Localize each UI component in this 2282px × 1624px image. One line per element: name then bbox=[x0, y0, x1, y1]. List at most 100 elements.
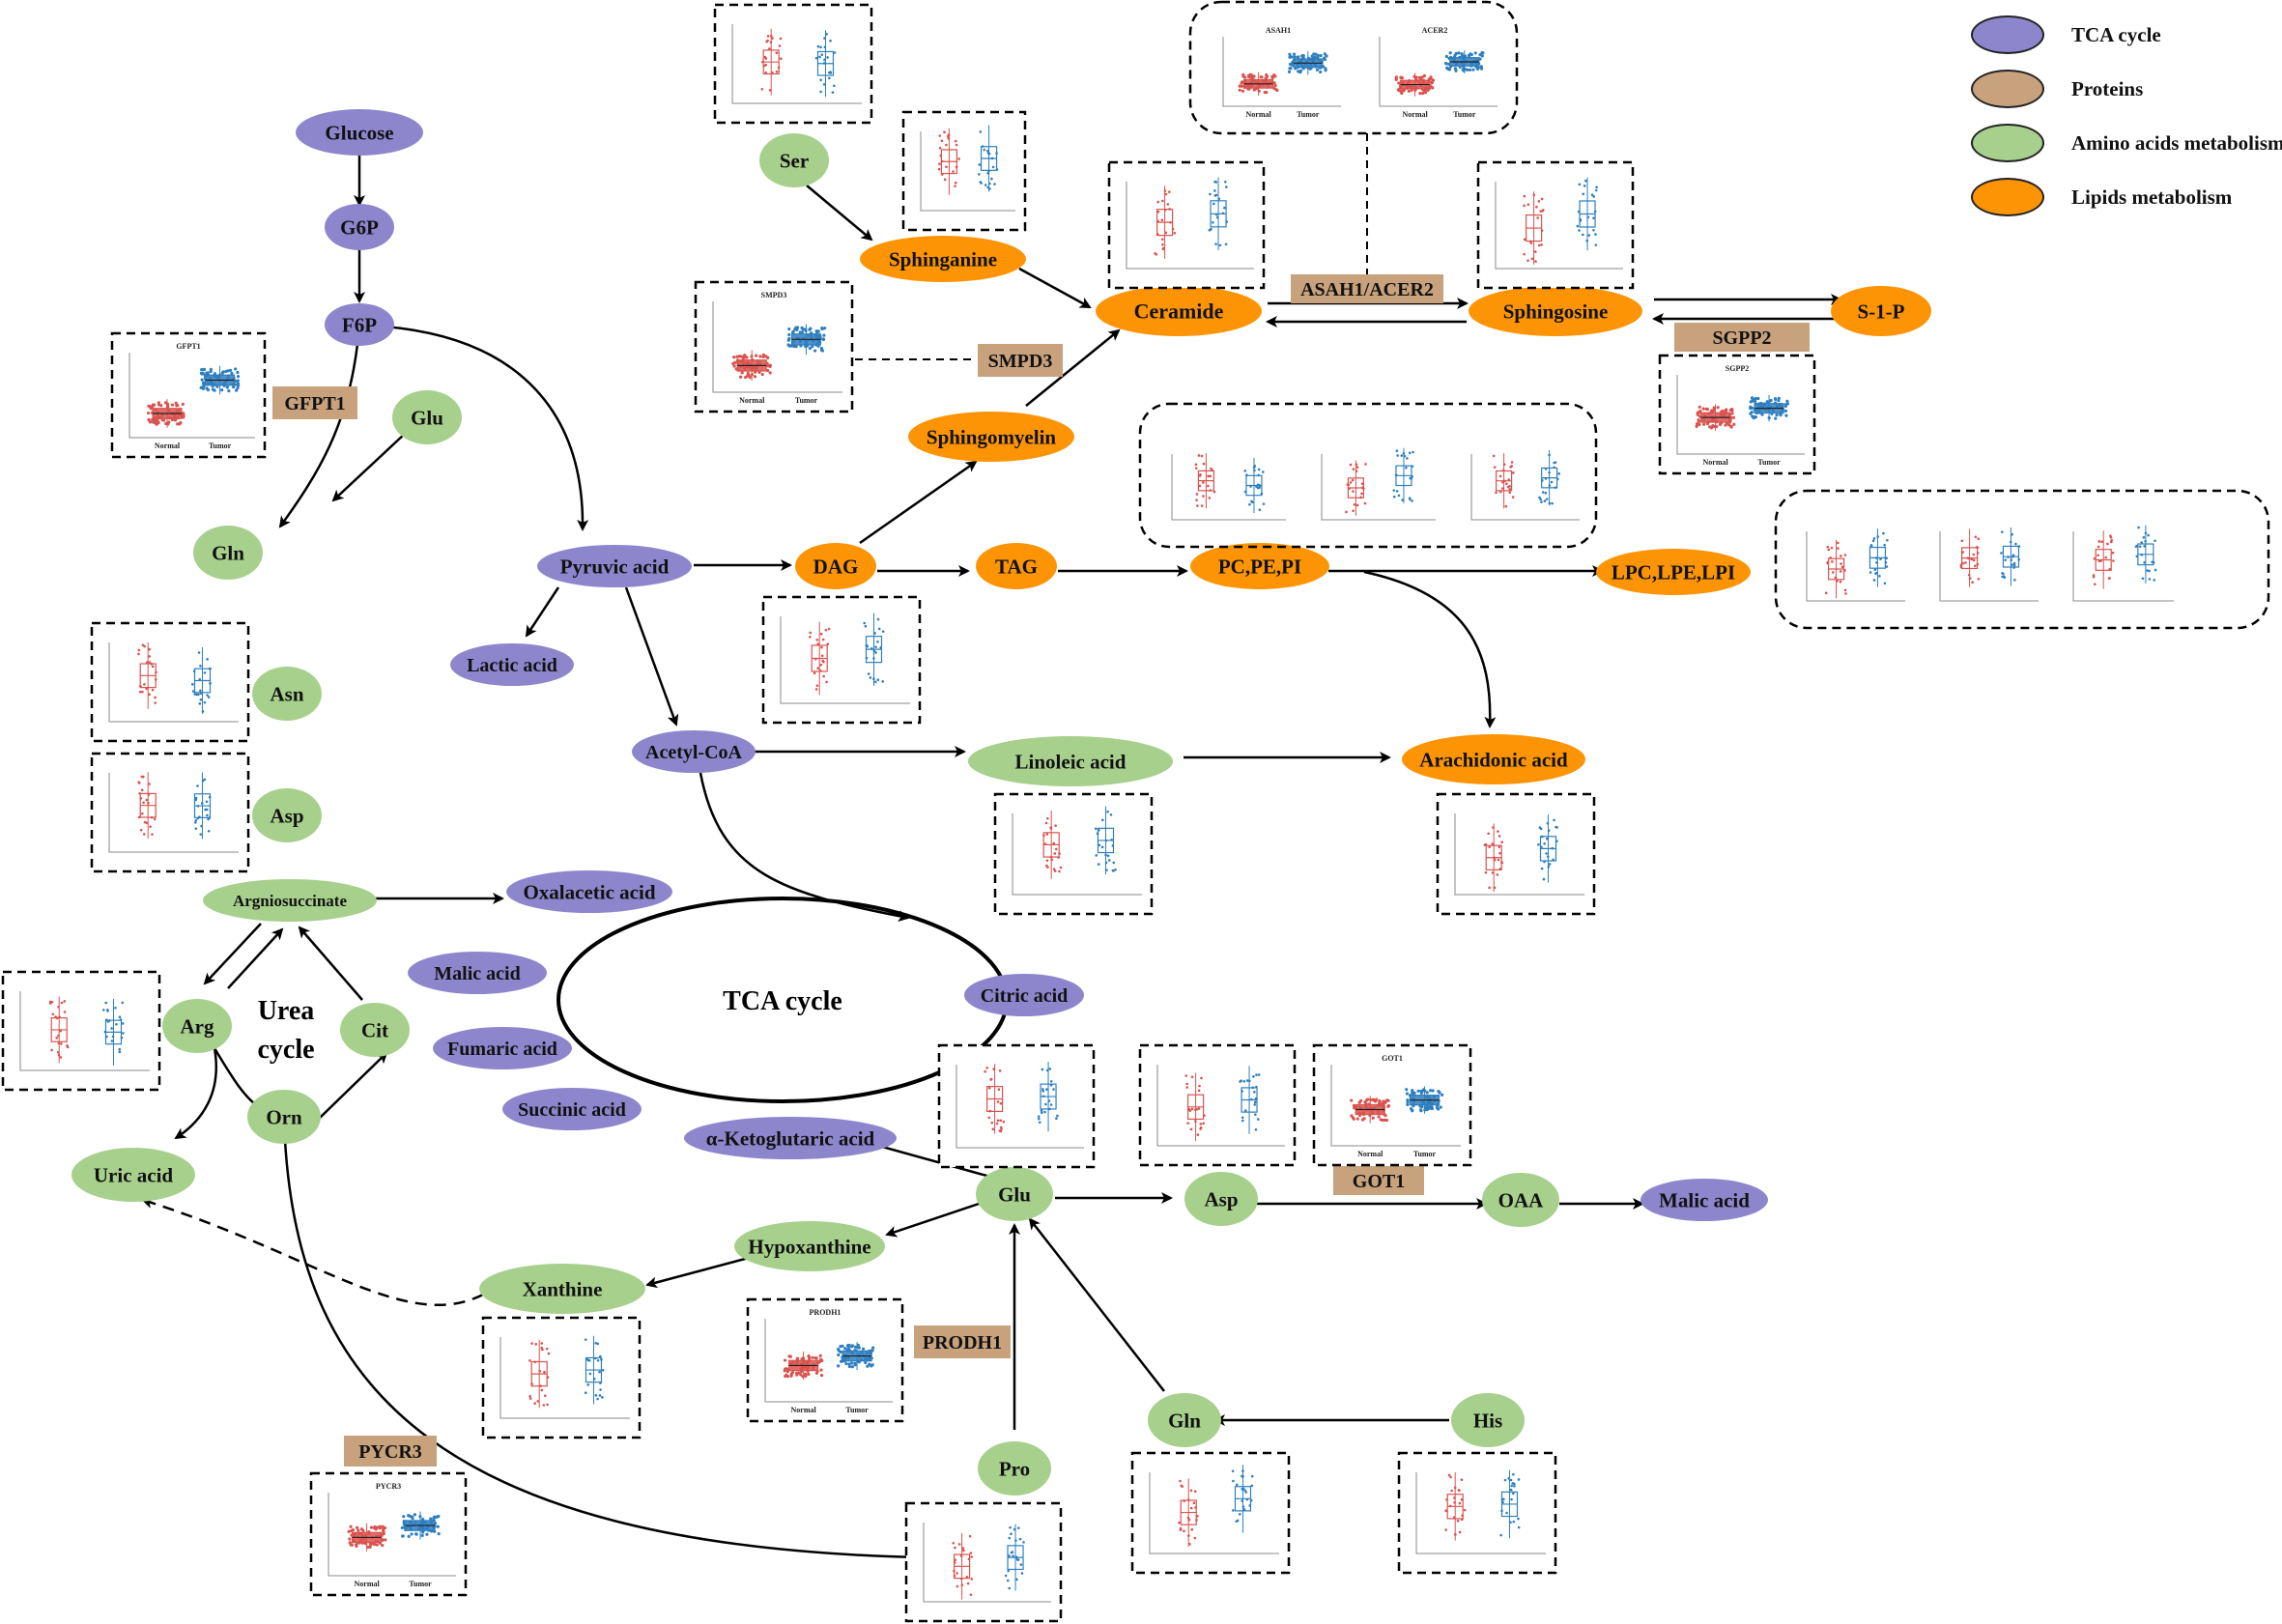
ceramide-plot-tumor-point bbox=[1215, 215, 1219, 219]
lpc-plot-1-tumor-point bbox=[1875, 561, 1878, 564]
sgpp2-plot-title: SGPP2 bbox=[1726, 364, 1749, 373]
lpc-plot-3-tumor-point bbox=[2138, 545, 2142, 548]
acer2-plot-tumor-point bbox=[1478, 53, 1482, 57]
smpd3-plot-normal-point bbox=[739, 355, 744, 358]
node-tag-label: TAG bbox=[995, 555, 1038, 578]
ser-plot-tumor-point bbox=[831, 91, 835, 94]
gfpt1-plot-tumor-point bbox=[200, 367, 204, 372]
node-glu_top: Glu bbox=[392, 390, 462, 444]
akg-plot-normal-point bbox=[997, 1088, 1001, 1091]
asp-plot-tumor-point bbox=[194, 818, 198, 822]
frame-pc-pe-pi-group bbox=[1138, 402, 1598, 549]
lpc-plot-3-tumor-point bbox=[2140, 541, 2143, 544]
xanthine-plot-tumor-point bbox=[596, 1358, 600, 1362]
lpc-plot-2-normal-point bbox=[1974, 535, 1978, 539]
asn-plot-tumor-point bbox=[203, 671, 207, 674]
asp-plot-normal-point bbox=[137, 781, 140, 784]
node-glucose-label: Glucose bbox=[325, 121, 393, 144]
sphinganine-plot-tumor-point bbox=[984, 184, 987, 186]
xanthine-plot-tumor-point bbox=[584, 1391, 587, 1395]
pycr3-plot-tumor-point bbox=[437, 1531, 441, 1536]
node-pro-label: Pro bbox=[999, 1457, 1030, 1480]
sphingosine-plot-normal-point bbox=[1541, 209, 1544, 213]
linoleic-plot-tumor-point bbox=[1106, 854, 1110, 858]
ser-plot-normal-point bbox=[764, 63, 767, 67]
xanthine-plot-axes bbox=[499, 1337, 630, 1419]
pro-plot-normal-point bbox=[954, 1546, 956, 1550]
lpc-plot-3-normal-point bbox=[2097, 559, 2101, 563]
node-uric: Uric acid bbox=[71, 1148, 195, 1202]
got1-plot-tumor-point bbox=[1431, 1089, 1435, 1093]
sphingosine-plot bbox=[1476, 160, 1635, 290]
sphingosine-plot-tumor-point bbox=[1586, 215, 1590, 219]
linoleic-plot-tumor-point bbox=[1100, 845, 1104, 849]
gln-plot-tumor-point bbox=[1238, 1513, 1241, 1516]
lpc-plot-1-tumor-point bbox=[1874, 572, 1877, 575]
lpc-plot-1-normal-point bbox=[1844, 592, 1847, 595]
sgpp2-plot-normal-point bbox=[1731, 415, 1736, 419]
asp-plot-tumor-point bbox=[207, 817, 210, 821]
node-oaa-shape bbox=[1482, 1173, 1559, 1227]
sphinganine-plot-normal-point bbox=[952, 170, 955, 173]
arachidonic-plot-tumor-point bbox=[1542, 877, 1546, 881]
got1-plot-tumor-point bbox=[1439, 1105, 1442, 1109]
lpc-plot-1-normal-point bbox=[1839, 570, 1842, 573]
ceramide-plot-tumor-point bbox=[1225, 185, 1228, 188]
lpc-plot-3-normal-point bbox=[2109, 536, 2113, 539]
prodh1-plot-normal-point bbox=[787, 1354, 791, 1358]
prodh1-plot-normal-point bbox=[819, 1368, 823, 1372]
sphingosine-plot-normal-point bbox=[1539, 210, 1543, 213]
node-sphingomyelin: Sphingomyelin bbox=[908, 412, 1074, 462]
akg-plot-tumor-point bbox=[1040, 1109, 1043, 1112]
pc-plot-2-normal-point bbox=[1349, 463, 1353, 467]
sgpp2-plot-normal-point bbox=[1729, 425, 1733, 429]
ser-plot-tumor-point bbox=[829, 71, 832, 74]
node-sphingosine-shape bbox=[1469, 286, 1642, 336]
smpd3-plot-tumor-point bbox=[794, 345, 798, 349]
his-plot-normal-point bbox=[1444, 1528, 1447, 1531]
pc-plot-2-normal-point bbox=[1351, 478, 1355, 482]
pycr3-plot-normal-point bbox=[381, 1528, 385, 1533]
akg-plot-normal-point bbox=[996, 1119, 1000, 1123]
linoleic-plot-normal-point bbox=[1053, 869, 1057, 872]
asn-plot-tumor-point bbox=[199, 664, 202, 668]
pc-plot-3-normal-point bbox=[1502, 463, 1506, 466]
smpd3-plot-tumor-point bbox=[791, 329, 795, 333]
pro-plot bbox=[904, 1501, 1063, 1623]
lpc-plot-1-normal-point bbox=[1831, 560, 1834, 563]
arg-plot-axes bbox=[19, 991, 150, 1071]
smpd3-plot-tumor-point bbox=[823, 327, 827, 330]
sgpp2-plot-normal-point bbox=[1732, 422, 1736, 426]
smpd3-plot-normal-point bbox=[733, 360, 737, 364]
node-gln_bottom-label: Gln bbox=[1168, 1409, 1201, 1432]
gfpt1-plot-normal-point bbox=[147, 418, 151, 422]
sgpp2-plot-normal-point bbox=[1728, 408, 1732, 413]
dag-plot-tumor-point bbox=[867, 672, 870, 675]
lpc-plot-3-tumor-point bbox=[2134, 545, 2138, 549]
xanthine-plot-tumor-point bbox=[588, 1372, 592, 1376]
asp-plot-normal-point bbox=[145, 798, 149, 802]
linoleic-plot-tumor-point bbox=[1104, 853, 1107, 857]
sgpp2-plot-normal-point bbox=[1730, 412, 1734, 415]
gfpt1-plot-normal-point bbox=[165, 403, 170, 408]
pycr3-plot-xlabel-tumor: Tumor bbox=[409, 1580, 432, 1588]
arg-plot-tumor-point bbox=[115, 1022, 118, 1026]
protein-prodh1-label: PRODH1 bbox=[923, 1332, 1002, 1353]
akg-plot-normal-point bbox=[999, 1119, 1003, 1123]
arg-plot-normal-point bbox=[56, 1051, 60, 1054]
gfpt1-plot-tumor-point bbox=[224, 369, 228, 374]
pc-plot-3 bbox=[1470, 450, 1580, 521]
frame-lpc-group bbox=[1774, 489, 2270, 630]
pc-plot-1-normal-point bbox=[1207, 484, 1210, 488]
gfpt1-plot-xlabel-normal: Normal bbox=[155, 442, 181, 450]
smpd3-plot-normal-point bbox=[744, 356, 748, 359]
node-citric-shape bbox=[964, 974, 1084, 1016]
dag-plot-normal-point bbox=[815, 684, 819, 687]
ceramide-plot-normal-point bbox=[1161, 247, 1165, 251]
dag-plot-normal-point bbox=[826, 642, 830, 645]
node-argsucc-shape bbox=[203, 879, 377, 922]
sphingosine-plot-normal-point bbox=[1537, 199, 1541, 203]
smpd3-plot-tumor-point bbox=[787, 344, 791, 348]
node-gln_top: Gln bbox=[193, 526, 263, 580]
lpc-plot-2-tumor-point bbox=[2000, 530, 2004, 533]
